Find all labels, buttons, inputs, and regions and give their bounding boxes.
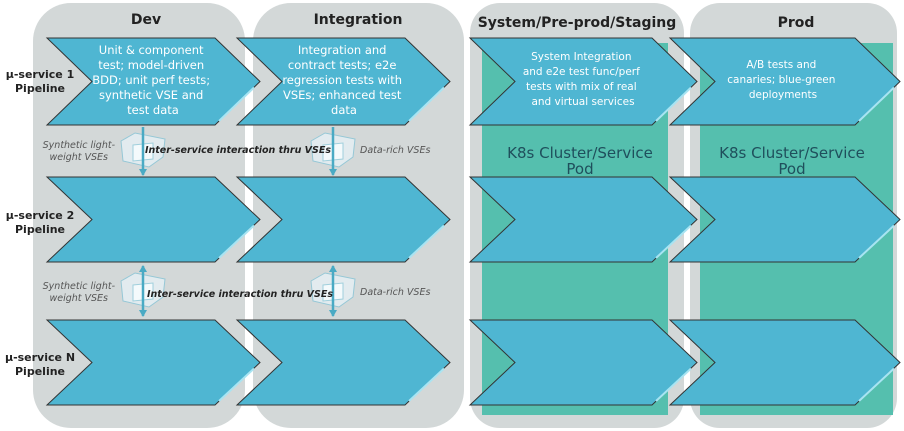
arrowhead-icon [139,169,147,176]
arrowhead-icon [329,310,337,317]
stage-title-prod: Prod [778,15,815,31]
inter-service-label-1: Inter-service interaction thru VSEs [145,145,331,156]
chevron-highlight [408,367,445,402]
arrowhead-icon [329,169,337,176]
chevron-highlight [218,224,255,259]
chevron-dev-row-1 [45,37,261,126]
chevron-prod-row-2 [668,176,901,263]
stage-title-dev: Dev [131,12,161,28]
chevron-highlight [655,224,692,259]
chevron-prod-row-1 [668,37,901,126]
chevron-system-row-3 [468,319,698,406]
chevron-highlight [858,86,895,122]
chevron-integration-row-1 [235,37,451,126]
chevron-highlight [655,86,692,122]
prod-stage-description: A/B tests and canaries; blue-green deplo… [727,59,839,101]
chevron-highlight [218,367,255,402]
data-rich-vse-label-2: Data-rich VSEs [360,287,430,298]
arrowhead-icon [329,265,337,272]
arrowhead-icon [139,310,147,317]
dev-stage-description: Unit & component test; model-driven BDD;… [92,43,213,117]
system-stage-description: System Integration and e2e test func/per… [523,51,643,108]
chevron-system-row-1 [468,37,698,126]
chevron-highlight [408,86,445,122]
chevron-highlight [408,224,445,259]
synthetic-vse-label-1: Synthetic light-weight VSEs [43,140,116,163]
inter-service-label-2: Inter-service interaction thru VSEs [147,289,333,300]
data-rich-vse-label-1: Data-rich VSEs [360,145,430,156]
integration-stage-description: Integration and contract tests; e2e regr… [282,43,405,117]
synthetic-vse-label-2: Synthetic light-weight VSEs [43,281,116,304]
chevron-dev-row-3 [45,319,261,406]
chevron-dev-row-2 [45,176,261,263]
chevron-highlight [858,224,895,259]
chevron-highlight [218,86,255,122]
chevron-integration-row-3 [235,319,451,406]
stage-title-integration: Integration [314,12,403,28]
chevron-prod-row-3 [668,319,901,406]
arrowhead-icon [139,265,147,272]
chevron-system-row-2 [468,176,698,263]
chevron-highlight [655,367,692,402]
chevron-integration-row-2 [235,176,451,263]
stage-title-system: System/Pre-prod/Staging [478,15,677,31]
chevron-highlight [858,367,895,402]
